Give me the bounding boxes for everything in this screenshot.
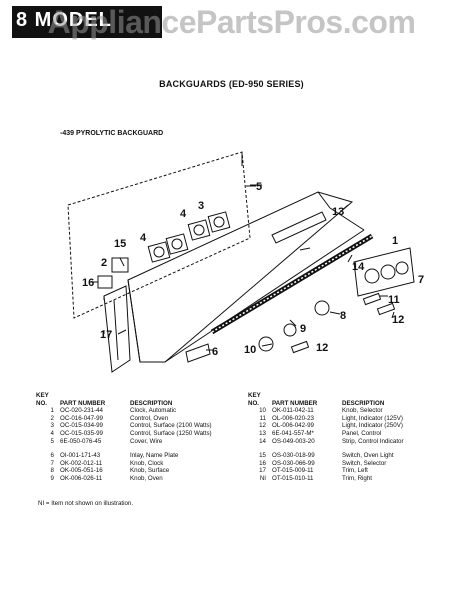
legend-key-label-right: KEY [248,392,261,399]
callout-16: 16 [82,277,94,289]
header-label: 8 MODEL [16,9,112,31]
callout-12a: 12 [392,314,404,326]
legend-key-label-left: KEY [36,392,49,399]
legend-header-row: NO. PART NUMBER DESCRIPTION [248,400,404,408]
callout-9: 9 [300,323,306,335]
legend-col-no: NO. [248,399,260,407]
legend-col-part: PART NUMBER [60,399,106,407]
callout-10: 10 [244,344,256,356]
legend-col-desc: DESCRIPTION [342,399,385,407]
clock-outline [353,247,415,297]
legend-col-desc: DESCRIPTION [130,399,173,407]
callout-4a: 4 [180,208,187,220]
wire-cover-outline [67,151,251,319]
callout-14: 14 [352,261,365,273]
legend-header-row: NO. PART NUMBER DESCRIPTION [36,400,212,408]
callout-17: 17 [100,329,112,341]
callout-13: 13 [332,206,344,218]
callout-2: 2 [101,257,107,269]
page-title: BACKGUARDS (ED-950 SERIES) [159,79,304,89]
callout-3: 3 [198,200,204,212]
footnote: NI = Item not shown on illustration. [38,500,134,507]
legend-col-part: PART NUMBER [272,399,318,407]
callout-15: 15 [114,238,126,250]
callout-7: 7 [418,274,424,286]
callout-4b: 4 [140,232,147,244]
left-trim-outline [103,285,131,373]
callout-12b: 12 [316,342,328,354]
callout-6: 6 [212,346,218,358]
callout-5: 5 [256,181,262,193]
header-bar [12,6,162,38]
legend-col-no: NO. [36,399,48,407]
control-panel-outline [127,191,354,363]
callout-8: 8 [340,310,346,322]
callout-11: 11 [388,294,400,306]
callout-1: 1 [392,235,398,247]
diagram-subtitle: -439 PYROLYTIC BACKGUARD [60,130,164,137]
watermark: AppliancePartsPros.com [47,4,416,40]
